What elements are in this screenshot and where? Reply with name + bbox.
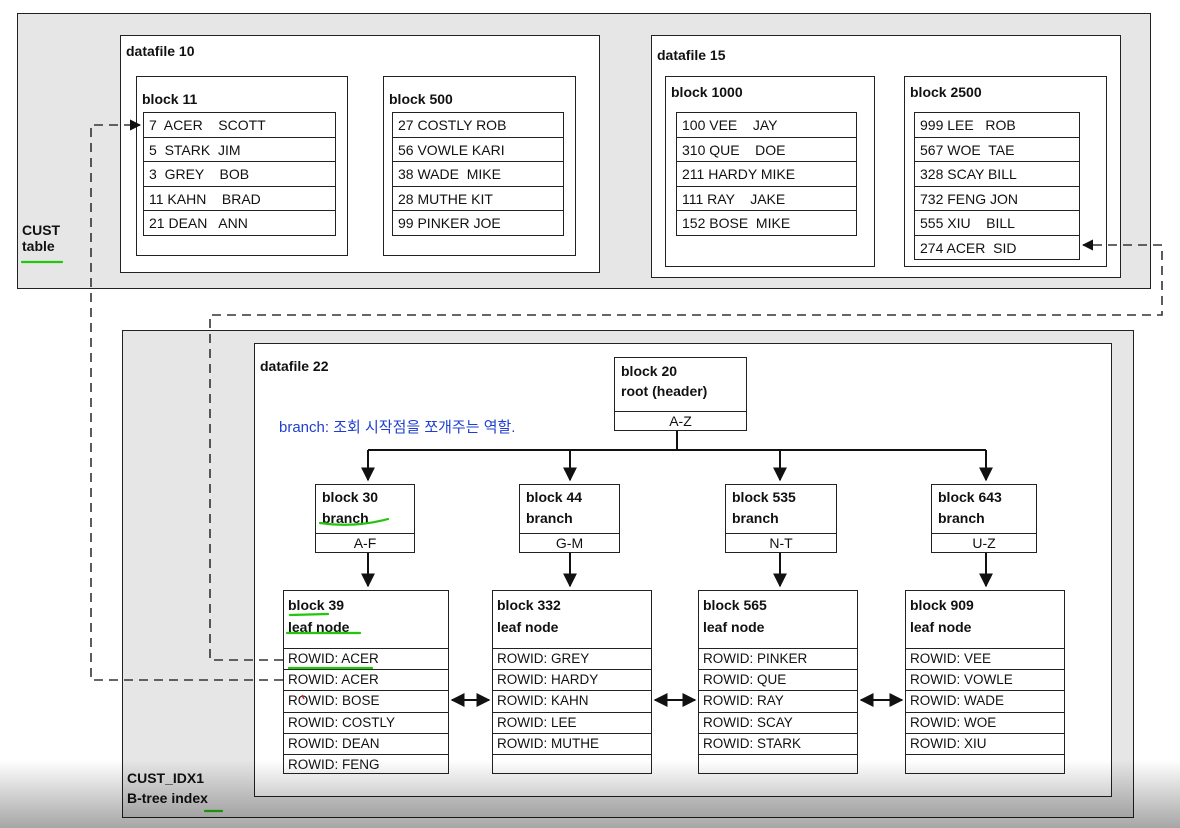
list-item: ROWID: GREY — [493, 648, 651, 669]
list-item: ROWID: BOSE — [284, 690, 448, 711]
table-row: 555 XIU BILL — [915, 211, 1079, 236]
list-item: ROWID: HARDY — [493, 669, 651, 690]
list-item: ROWID: KAHN — [493, 690, 651, 711]
cust-idx1-label: CUST_IDX1 B-tree index — [127, 770, 208, 806]
block-11-title: block 11 — [142, 91, 198, 107]
table-row: 99 PINKER JOE — [398, 215, 501, 231]
datafile-15-title: datafile 15 — [657, 47, 726, 63]
table-row: 11 KAHN BRAD — [144, 187, 335, 211]
table-row: 999 LEE ROB — [915, 113, 1079, 138]
list-item: ROWID: WOE — [906, 711, 1064, 733]
table-row: 310 QUE DOE — [677, 138, 856, 162]
list-item: ROWID: VOWLE — [906, 669, 1064, 690]
table-row: 152 BOSE MIKE — [682, 215, 791, 231]
list-item: ROWID: ACER — [284, 648, 448, 669]
list-item — [493, 753, 651, 775]
list-item: ROWID: COSTLY — [284, 711, 448, 733]
leaf-node: block 332 leaf node ROWID: GREY ROWID: H… — [492, 590, 652, 774]
table-row: 21 DEAN ANN — [149, 215, 248, 231]
table-row: 5 STARK JIM — [144, 138, 335, 162]
table-row: 274 ACER SID — [920, 239, 1017, 256]
list-item: ROWID: MUTHE — [493, 732, 651, 754]
block-500-rows: 27 COSTLY ROB 56 VOWLE KARI 38 WADE MIKE… — [392, 112, 564, 236]
list-item: ROWID: FENG — [284, 753, 448, 775]
branch-node: block 643 branch U-Z — [931, 484, 1037, 553]
list-item: ROWID: DEAN — [284, 732, 448, 754]
list-item — [699, 753, 857, 775]
block-500-title: block 500 — [389, 91, 453, 107]
list-item: ROWID: PINKER — [699, 648, 857, 669]
table-row: 28 MUTHE KIT — [393, 187, 563, 211]
list-item: ROWID: XIU — [906, 732, 1064, 754]
table-row: 7 ACER SCOTT — [144, 113, 335, 138]
branch-node: block 535 branch N-T — [725, 484, 837, 553]
table-row: 27 COSTLY ROB — [393, 113, 563, 138]
cust-table-label: CUST table — [22, 222, 61, 254]
list-item: ROWID: WADE — [906, 690, 1064, 711]
block-2500-rows: 999 LEE ROB 567 WOE TAE 328 SCAY BILL 73… — [914, 112, 1080, 260]
list-item: ROWID: LEE — [493, 711, 651, 733]
branch-node: block 30 branch A-F — [315, 484, 415, 553]
list-item: ROWID: SCAY — [699, 711, 857, 733]
table-row: 3 GREY BOB — [144, 162, 335, 187]
datafile-22-title: datafile 22 — [260, 358, 329, 374]
list-item — [906, 753, 1064, 775]
list-item: ROWID: QUE — [699, 669, 857, 690]
leaf-node: block 909 leaf node ROWID: VEE ROWID: VO… — [905, 590, 1065, 774]
table-row: 38 WADE MIKE — [393, 162, 563, 187]
table-row: 111 RAY JAKE — [677, 187, 856, 211]
table-row: 211 HARDY MIKE — [677, 162, 856, 187]
block-11-rows: 7 ACER SCOTT 5 STARK JIM 3 GREY BOB 11 K… — [143, 112, 336, 236]
table-row: 56 VOWLE KARI — [393, 138, 563, 162]
table-row: 100 VEE JAY — [677, 113, 856, 138]
block-1000-title: block 1000 — [671, 84, 743, 100]
datafile-10-title: datafile 10 — [126, 43, 195, 59]
block-2500-title: block 2500 — [910, 84, 982, 100]
list-item: ROWID: ACER — [284, 669, 448, 690]
table-row: 567 WOE TAE — [915, 138, 1079, 162]
root-node: block 20 root (header) A-Z — [614, 357, 747, 431]
table-row: 732 FENG JON — [915, 187, 1079, 211]
list-item: ROWID: VEE — [906, 648, 1064, 669]
list-item: ROWID: RAY — [699, 690, 857, 711]
table-row: 328 SCAY BILL — [915, 162, 1079, 187]
leaf-node: block 39 leaf node ROWID: ACER ROWID: AC… — [283, 590, 449, 774]
leaf-node: block 565 leaf node ROWID: PINKER ROWID:… — [698, 590, 858, 774]
block-1000-rows: 100 VEE JAY 310 QUE DOE 211 HARDY MIKE 1… — [676, 112, 857, 236]
korean-note: branch: 조회 시작점을 쪼개주는 역할. — [279, 419, 516, 436]
list-item: ROWID: STARK — [699, 732, 857, 754]
branch-node: block 44 branch G-M — [519, 484, 620, 553]
